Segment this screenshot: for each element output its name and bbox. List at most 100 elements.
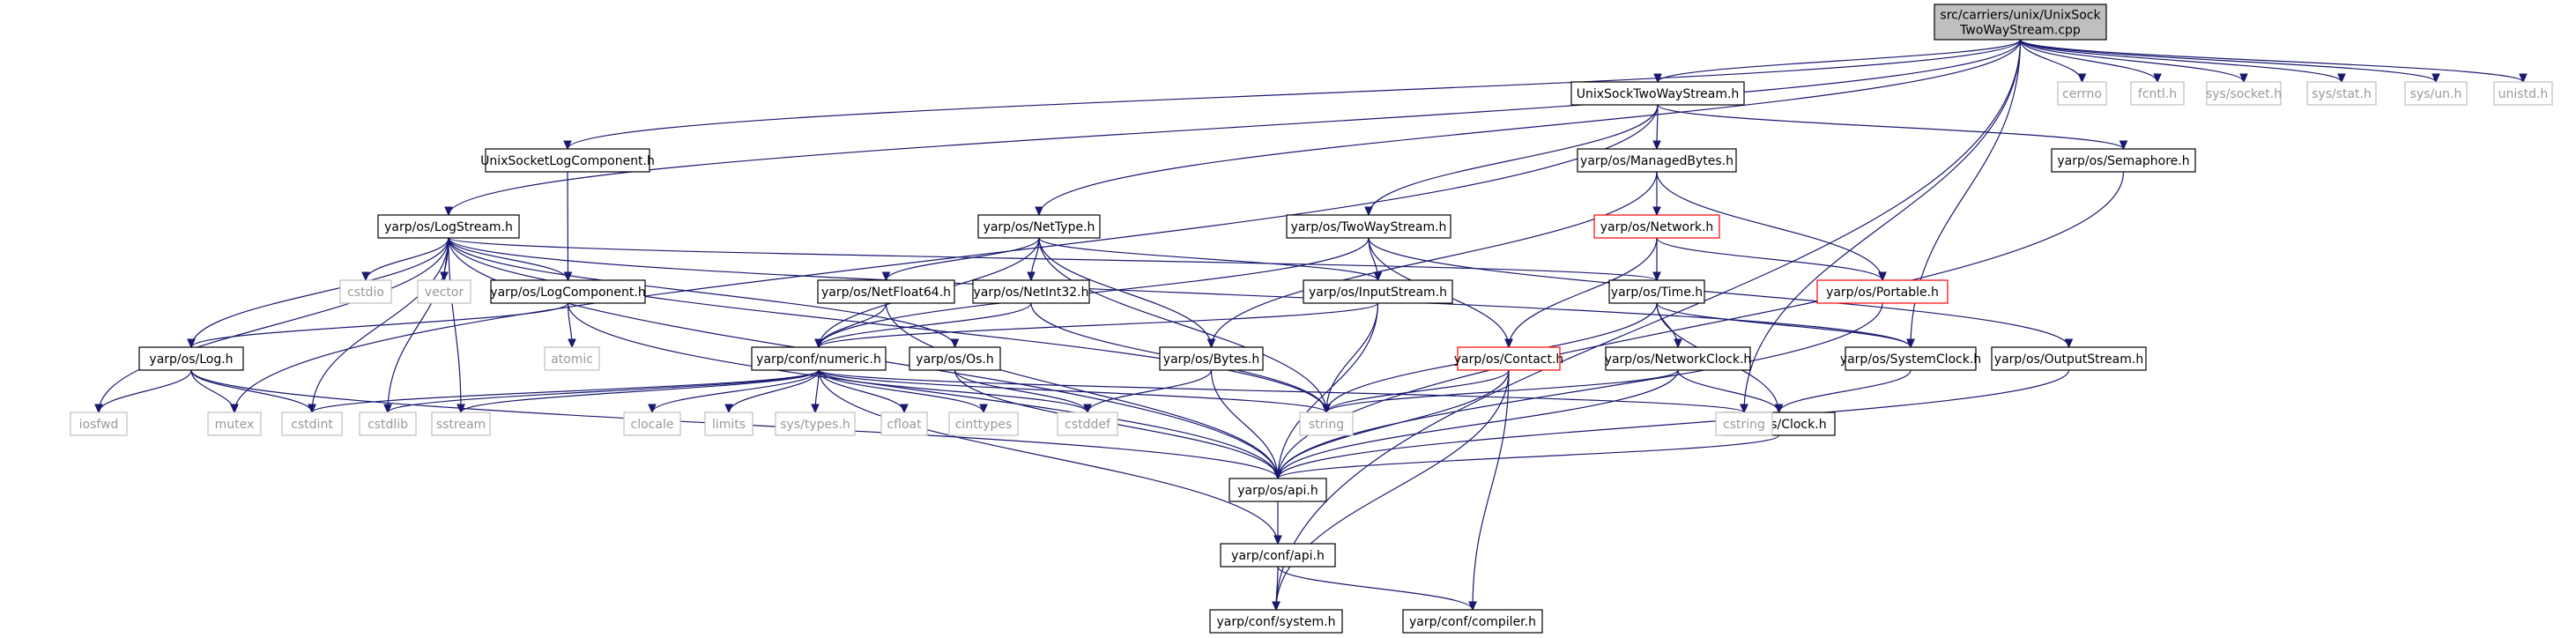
edge-confnumeric-to-cfloat [818, 369, 904, 412]
node-box [1159, 346, 1264, 371]
node-label: clocale [631, 418, 674, 432]
node-label: yarp/os/LogStream.h [384, 220, 513, 234]
node-time[interactable]: yarp/os/Time.h [1608, 279, 1705, 304]
node-label: yarp/os/Log.h [149, 352, 233, 367]
node-confcompiler[interactable]: yarp/conf/compiler.h [1402, 609, 1543, 634]
node-box [1605, 346, 1751, 371]
node-root[interactable]: src/carriers/unix/UnixSockTwoWayStream.c… [1934, 4, 2107, 41]
node-label: cstdio [347, 286, 384, 300]
node-label: yarp/os/InputStream.h [1309, 286, 1447, 300]
node-contact[interactable]: yarp/os/Contact.h [1454, 346, 1564, 371]
node-label: yarp/conf/numeric.h [756, 352, 881, 367]
node-osapi[interactable]: yarp/os/api.h [1229, 478, 1327, 502]
node-logstream[interactable]: yarp/os/LogStream.h [377, 214, 520, 239]
node-network[interactable]: yarp/os/Network.h [1593, 214, 1720, 239]
edge-network-to-portable [1656, 237, 1882, 280]
node-inputstream[interactable]: yarp/os/InputStream.h [1303, 279, 1453, 304]
node-cinttypes: cinttypes [948, 412, 1019, 436]
node-confnumeric[interactable]: yarp/conf/numeric.h [751, 346, 887, 371]
node-systemclock[interactable]: yarp/os/SystemClock.h [1840, 346, 1981, 371]
node-os[interactable]: yarp/os/Os.h [909, 346, 1001, 371]
node-box [2493, 81, 2553, 106]
node-label: mutex [215, 418, 255, 432]
node-confapi[interactable]: yarp/conf/api.h [1220, 543, 1336, 568]
node-label: yarp/os/Os.h [916, 352, 993, 367]
edge-logstream-to-os [448, 237, 955, 347]
node-box [1220, 543, 1336, 568]
node-box [623, 412, 681, 436]
node-label: sys/socket.h [2206, 87, 2282, 101]
node-nettype[interactable]: yarp/os/NetType.h [977, 214, 1101, 239]
node-label: yarp/os/Contact.h [1454, 352, 1564, 367]
edge-logstream-to-logcomponent [448, 237, 568, 280]
edge-confnumeric-to-cstring [818, 369, 1744, 412]
node-box [417, 279, 471, 304]
edge-root-to-unixsocketlogcomponent [568, 39, 2022, 149]
node-layer: src/carriers/unix/UnixSockTwoWayStream.c… [70, 4, 2553, 634]
node-box [1991, 346, 2147, 371]
node-box [207, 412, 262, 436]
edge-contact-to-confsystem [1276, 369, 1510, 610]
edge-confapi-to-confcompiler [1277, 566, 1473, 610]
node-outputstream[interactable]: yarp/os/OutputStream.h [1991, 346, 2147, 371]
node-twowaystream[interactable]: yarp/os/TwoWayStream.h [1286, 214, 1451, 239]
node-limits: limits [704, 412, 753, 436]
node-unixsocketlogcomponent[interactable]: UnixSocketLogComponent.h [480, 148, 655, 173]
node-box [490, 279, 646, 304]
node-box [2057, 81, 2107, 106]
node-cstdio: cstdio [339, 279, 392, 304]
node-label: cstdlib [367, 418, 408, 432]
node-box [1457, 346, 1561, 371]
node-box [751, 346, 887, 371]
edge-contact-to-string [1326, 369, 1510, 412]
node-netfloat64[interactable]: yarp/os/NetFloat64.h [817, 279, 955, 304]
edge-networkclock-to-osapi [1278, 369, 1679, 478]
edge-nettype-to-netfloat64 [887, 237, 1040, 280]
node-box [1286, 214, 1451, 239]
node-logcomponent[interactable]: yarp/os/LogComponent.h [490, 279, 646, 304]
node-box [2130, 81, 2185, 106]
node-sstream: sstream [431, 412, 491, 436]
node-box [281, 412, 343, 436]
node-label: yarp/os/SystemClock.h [1840, 352, 1981, 367]
node-semaphore[interactable]: yarp/os/Semaphore.h [2051, 148, 2196, 173]
node-bytes[interactable]: yarp/os/Bytes.h [1159, 346, 1264, 371]
node-label: yarp/conf/system.h [1217, 615, 1336, 629]
node-label: cstdint [291, 418, 333, 432]
edge-nettype-to-string [1038, 237, 1326, 412]
node-iosfwd: iosfwd [70, 412, 128, 436]
node-label: limits [712, 418, 746, 432]
node-box [1229, 478, 1327, 502]
node-mutex: mutex [207, 412, 262, 436]
edge-managedbytes-to-portable [1656, 171, 1882, 280]
node-box [775, 412, 856, 436]
edge-managedbytes-to-bytes [1212, 171, 1658, 347]
edge-logstream-to-time [448, 237, 1657, 280]
node-netint32[interactable]: yarp/os/NetInt32.h [972, 279, 1090, 304]
node-unixsocktwowaystream[interactable]: UnixSockTwoWayStream.h [1570, 81, 1745, 106]
node-confsystem[interactable]: yarp/conf/system.h [1209, 609, 1343, 634]
node-networkclock[interactable]: yarp/os/NetworkClock.h [1605, 346, 1752, 371]
node-label: unistd.h [2498, 87, 2549, 101]
edge-root-to-unixsocktwowaystream [1658, 39, 2022, 82]
edge-log-to-iosfwd [99, 369, 192, 412]
node-vector: vector [417, 279, 471, 304]
node-box [485, 148, 650, 173]
node-portable[interactable]: yarp/os/Portable.h [1816, 279, 1949, 304]
node-box [1593, 214, 1720, 239]
edge-netint32-to-confnumeric [819, 302, 1032, 347]
edge-unixsocktwowaystream-to-twowaystream [1369, 104, 1659, 215]
node-label: src/carriers/unix/UnixSock [1940, 9, 2101, 23]
node-box [909, 346, 1001, 371]
edge-root-to-logstream [449, 39, 2022, 215]
node-log[interactable]: yarp/os/Log.h [138, 346, 244, 371]
node-syssocket: sys/socket.h [2206, 81, 2282, 106]
node-managedbytes[interactable]: yarp/os/ManagedBytes.h [1577, 148, 1737, 173]
node-box [138, 346, 244, 371]
node-label: sys/types.h [780, 418, 850, 432]
edge-os-to-cstddef [954, 369, 1088, 412]
edge-confapi-to-confsystem [1276, 566, 1278, 610]
edge-root-to-syssocket [2019, 39, 2245, 82]
edge-bytes-to-osapi [1210, 369, 1279, 478]
node-box [1303, 279, 1453, 304]
